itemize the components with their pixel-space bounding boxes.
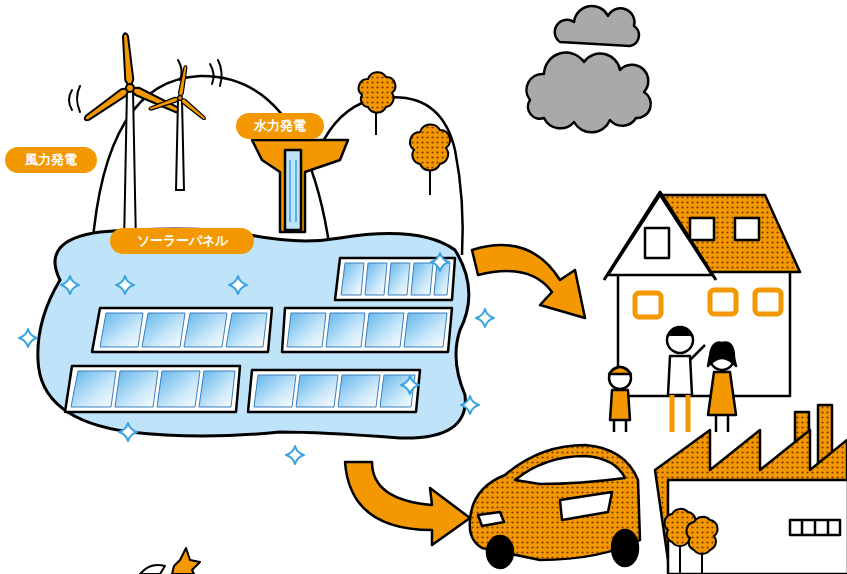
cloud (526, 6, 650, 132)
label-pill: ソーラーパネル (110, 228, 254, 254)
hydro-dam (252, 140, 348, 232)
label-text: ソーラーパネル (137, 234, 228, 248)
label-text: 風力発電 (25, 153, 77, 167)
label-pill: 風力発電 (5, 147, 97, 173)
family (609, 327, 736, 432)
tree (664, 509, 717, 574)
label-text: 水力発電 (254, 119, 306, 133)
electric-car (470, 445, 640, 568)
house (604, 192, 800, 396)
tree (359, 72, 450, 195)
decoration (140, 548, 200, 574)
solar-pond (19, 229, 494, 464)
factory (655, 405, 847, 574)
label-pill: 水力発電 (236, 113, 324, 139)
hills (92, 76, 463, 255)
wind-turbine (69, 33, 222, 245)
